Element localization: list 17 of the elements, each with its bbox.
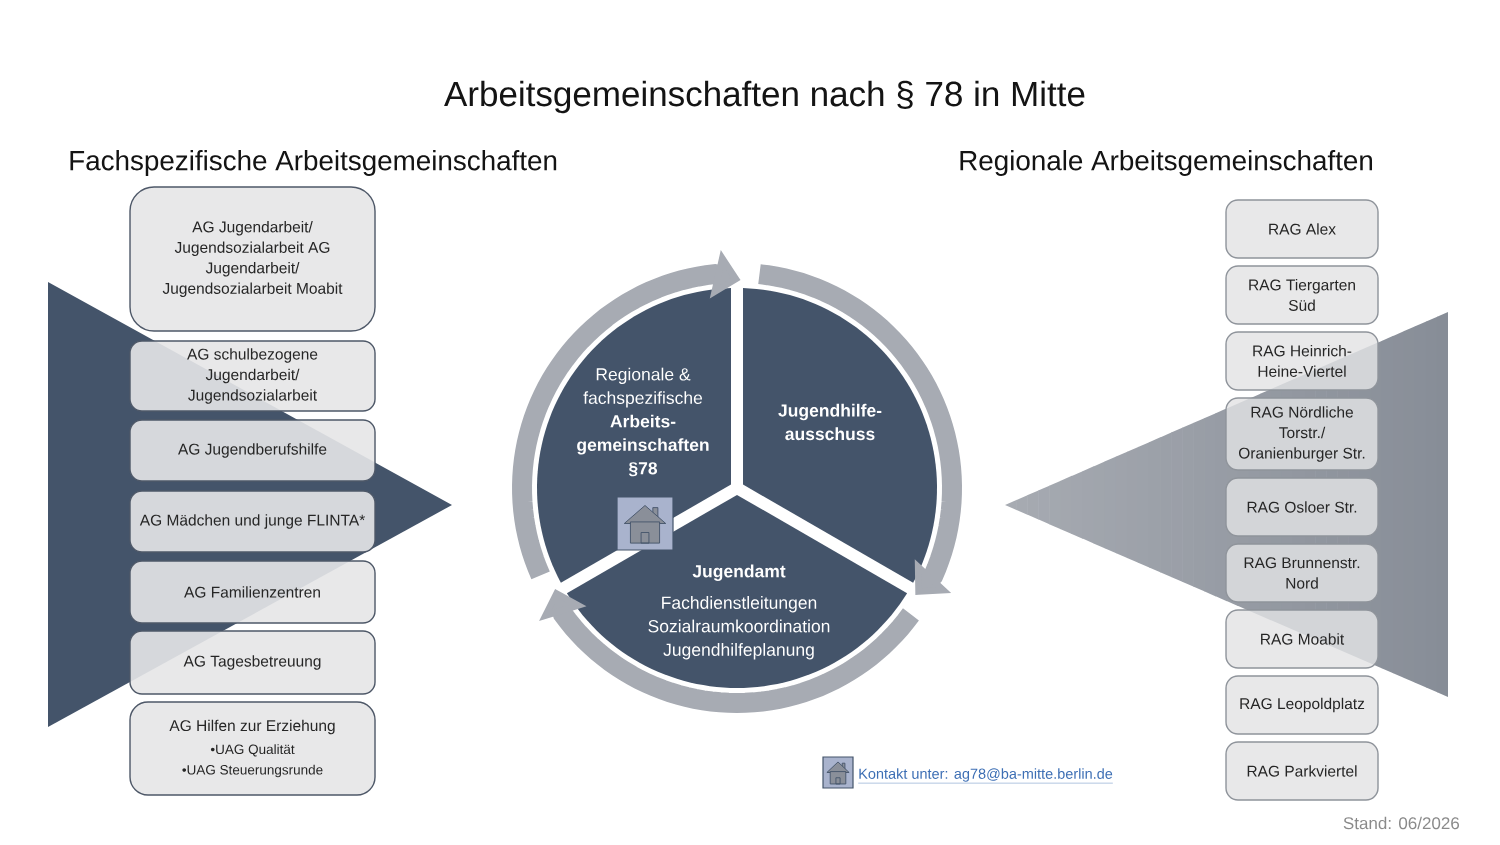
date-note: Stand: 06/2026 bbox=[1343, 816, 1460, 830]
node-label: Regionale & fachspezifische Arbeits- gemeinschaften §78 bbox=[577, 367, 709, 477]
rounded-box: AG schulbezogene Jugendarbeit/ Jugendsozialarbeit bbox=[129, 340, 376, 412]
rounded-box: AG Familienzentren bbox=[129, 560, 376, 624]
rounded-box: AG Jugendarbeit/ Jugendsozialarbeit AG Jugendarbeit/ Jugendsozialarbeit Moabit bbox=[129, 186, 376, 332]
title: Arbeitsgemeinschaften nach § 78 in Mitte bbox=[444, 80, 1085, 114]
rounded-box: RAG Parkviertel bbox=[1225, 741, 1379, 801]
node-label: Jugendhilfe- ausschuss bbox=[778, 403, 882, 441]
contact-link: Kontakt unter: ag78@ba-mitte.berlin.de bbox=[858, 768, 1114, 784]
rounded-box: AG Hilfen zur Erziehung •UAG Qualität •UAG Steuerungsrunde bbox=[129, 701, 376, 796]
node-label: Fachdienstleitungen Sozialraumkoordination Jugendhilfeplanung bbox=[648, 596, 830, 660]
rounded-box: RAG Alex bbox=[1225, 199, 1379, 259]
rounded-box: AG Jugendberufshilfe bbox=[129, 419, 376, 482]
rounded-box: AG Mädchen und junge FLINTA* bbox=[129, 490, 376, 553]
pie-sector: Jugendamt Fachdienstleitungen Sozialraumkoordination Jugendhilfeplanung bbox=[566, 494, 908, 688]
rounded-box: RAG Tiergarten Süd bbox=[1225, 265, 1379, 325]
rounded-box: AG Tagesbetreuung bbox=[129, 630, 376, 695]
